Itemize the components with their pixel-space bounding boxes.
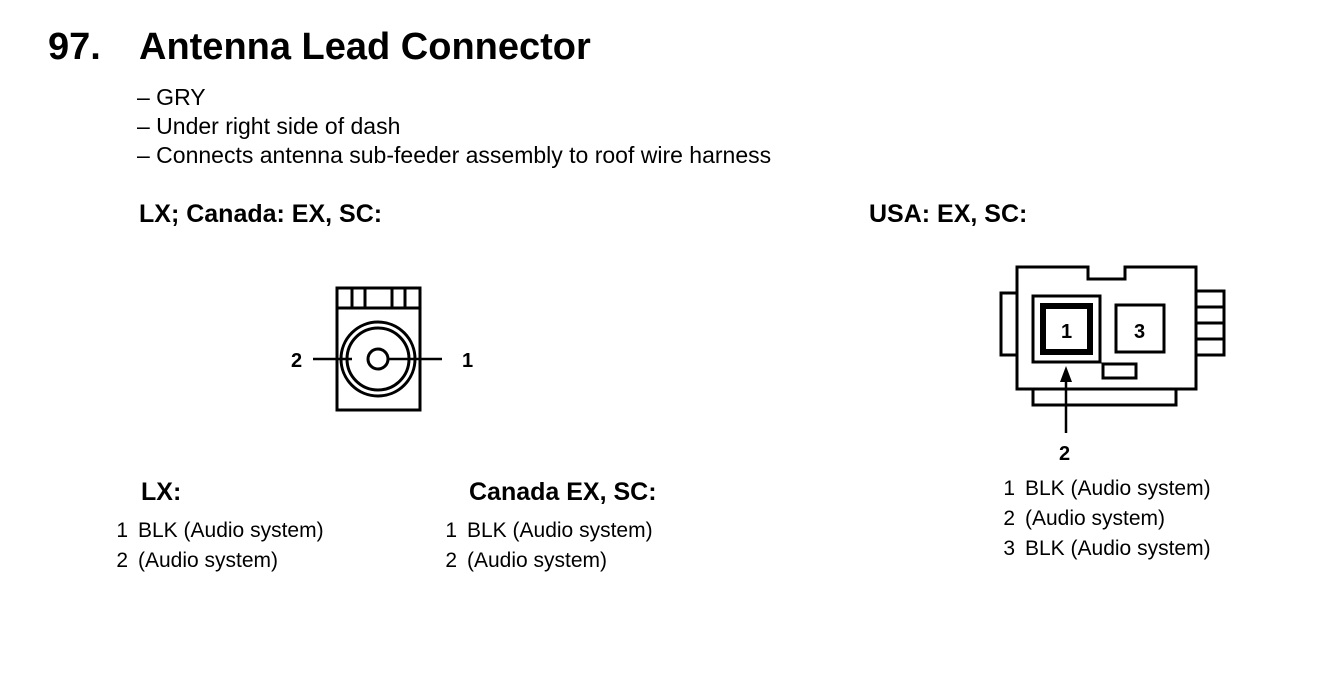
usa-pin-row: 2 (Audio system) (1001, 507, 1165, 531)
section-number: 97. (48, 26, 101, 68)
cavity-1-label: 1 (1061, 321, 1072, 343)
right-section-title: USA: EX, SC: (869, 200, 1028, 228)
usa-connector-body (1015, 265, 1198, 391)
canada-pin-row: 2 (Audio system) (443, 549, 607, 573)
arrow-pin2-label: 2 (1059, 443, 1070, 465)
lx-title: LX: (141, 478, 182, 506)
pin-number: 1 (445, 519, 457, 542)
cavity-3-label: 3 (1134, 321, 1145, 343)
lx-pin-row: 1 BLK (Audio system) (114, 519, 324, 543)
coaxial-connector-diagram: 2 1 (291, 286, 473, 412)
pin-description: (Audio system) (138, 549, 279, 572)
pin-description: BLK (Audio system) (467, 519, 653, 542)
pin-number: 3 (1003, 537, 1015, 560)
pin-number: 2 (445, 549, 457, 572)
pin-number: 2 (1003, 507, 1015, 530)
canada-pin-row: 1 BLK (Audio system) (443, 519, 653, 543)
pin2-label: 2 (291, 350, 302, 372)
usa-bottom-rail (1031, 389, 1178, 407)
pin-description: BLK (Audio system) (138, 519, 324, 542)
bullet-connects: – Connects antenna sub-feeder assembly t… (137, 142, 772, 168)
usa-left-tab (999, 291, 1017, 357)
pin-number: 1 (1003, 477, 1015, 500)
lx-pin-row: 2 (Audio system) (114, 549, 278, 573)
usa-pin-row: 3 BLK (Audio system) (1001, 537, 1211, 561)
usa-key-slot (1101, 362, 1138, 380)
pin-number: 1 (116, 519, 128, 542)
left-section-title: LX; Canada: EX, SC: (139, 200, 383, 228)
canada-title: Canada EX, SC: (469, 478, 657, 506)
pin-description: (Audio system) (1025, 507, 1166, 530)
pin-description: BLK (Audio system) (1025, 477, 1211, 500)
pin-description: BLK (Audio system) (1025, 537, 1211, 560)
usa-cavity-3 (1114, 303, 1166, 354)
usa-cavity-1-outer (1031, 294, 1102, 364)
pin2-arrow-head (1060, 366, 1072, 382)
coax-center-pin (366, 347, 390, 371)
pin1-label: 1 (462, 350, 473, 372)
usa-pin-row: 1 BLK (Audio system) (1001, 477, 1211, 501)
pin-number: 2 (116, 549, 128, 572)
pin-description: (Audio system) (467, 549, 608, 572)
usa-right-latch (1196, 289, 1226, 357)
bullet-color: – GRY (137, 84, 206, 110)
page-title: Antenna Lead Connector (139, 26, 591, 68)
usa-cavity-1 (1040, 303, 1093, 355)
usa-connector-diagram: 1 3 2 (999, 265, 1226, 465)
bullet-location: – Under right side of dash (137, 113, 401, 139)
